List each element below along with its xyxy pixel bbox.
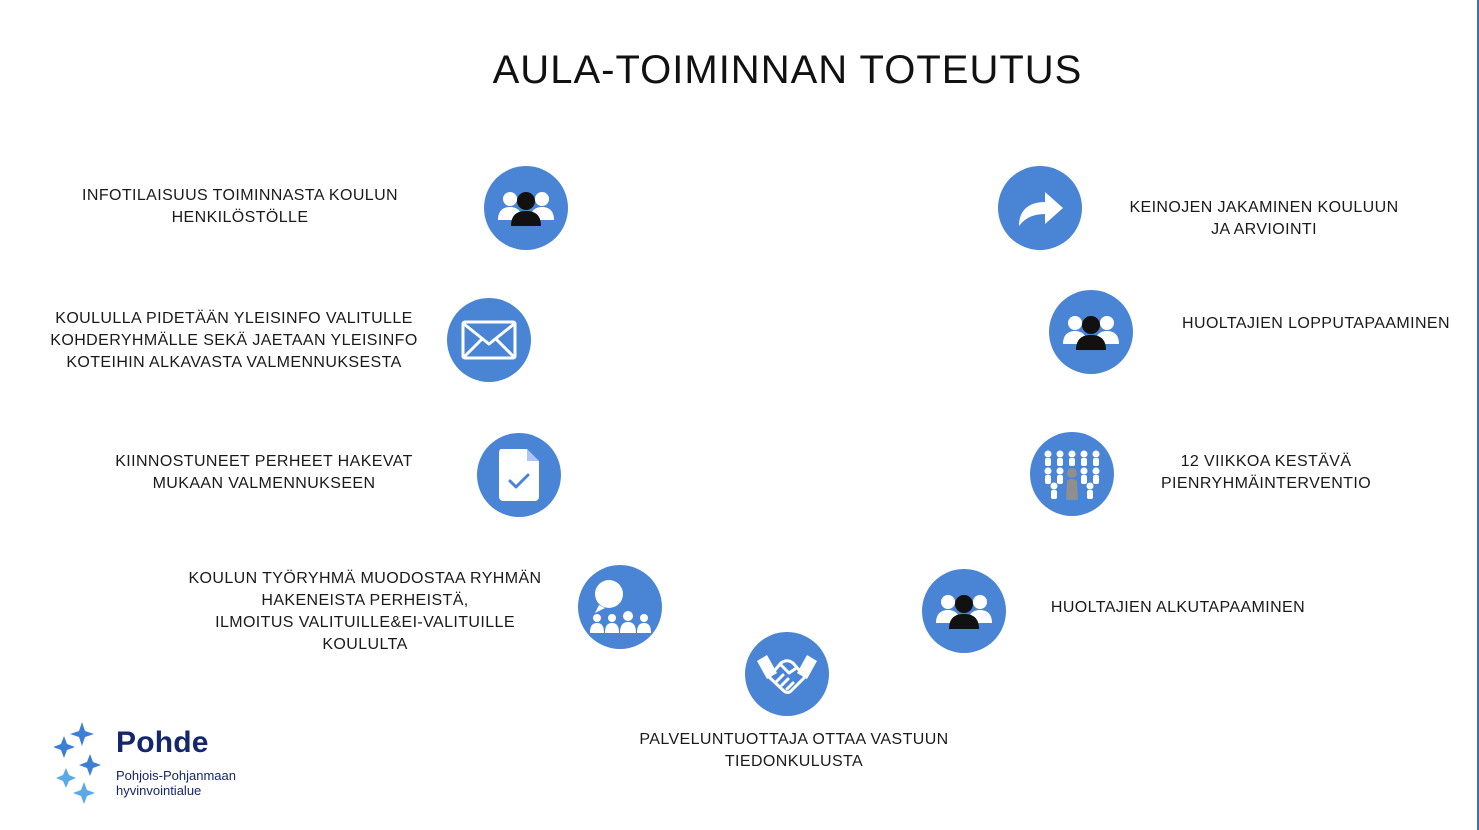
pohde-logo: Pohde Pohjois-Pohjanmaan hyvinvointialue [54, 720, 274, 810]
step-4-label: KOULUN TYÖRYHMÄ MUODOSTAA RYHMÄN HAKENEI… [188, 570, 542, 653]
crowd-icon [1030, 432, 1114, 516]
step-2-label: KOULULLA PIDETÄÄN YLEISINFO VALITULLE KO… [50, 310, 418, 371]
step-9-label: KEINOJEN JAKAMINEN KOULUUN JA ARVIOINTI [1129, 199, 1399, 238]
envelope-icon [447, 298, 531, 382]
step-8-label: HUOLTAJIEN LOPPUTAPAAMINEN [1182, 315, 1450, 332]
share-arrow-icon [998, 166, 1082, 250]
handshake-icon [745, 632, 829, 716]
step-6-label: HUOLTAJIEN ALKUTAPAAMINEN [1050, 599, 1306, 616]
slide-edge-line [1477, 0, 1479, 830]
step-1-label: INFOTILAISUUS TOIMINNASTA KOULUN HENKILÖ… [82, 187, 398, 226]
logo-name: Pohde [116, 726, 209, 759]
page-title: AULA-TOIMINNAN TOTEUTUS [492, 48, 1083, 92]
document-check-icon [477, 433, 561, 517]
step-7-label: 12 VIIKKOA KESTÄVÄ PIENRYHMÄINTERVENTIO [1160, 453, 1372, 492]
group-icon [922, 569, 1006, 653]
star-cluster-icon [54, 722, 101, 804]
step-5-label: PALVELUNTUOTTAJA OTTAA VASTUUN TIEDONKUL… [639, 731, 949, 770]
step-3-label: KIINNOSTUNEET PERHEET HAKEVAT MUKAAN VAL… [115, 453, 413, 492]
group-icon [484, 166, 568, 250]
logo-subtitle: Pohjois-Pohjanmaan hyvinvointialue [116, 768, 236, 798]
group-icon [1049, 290, 1133, 374]
audience-icon [578, 565, 662, 649]
